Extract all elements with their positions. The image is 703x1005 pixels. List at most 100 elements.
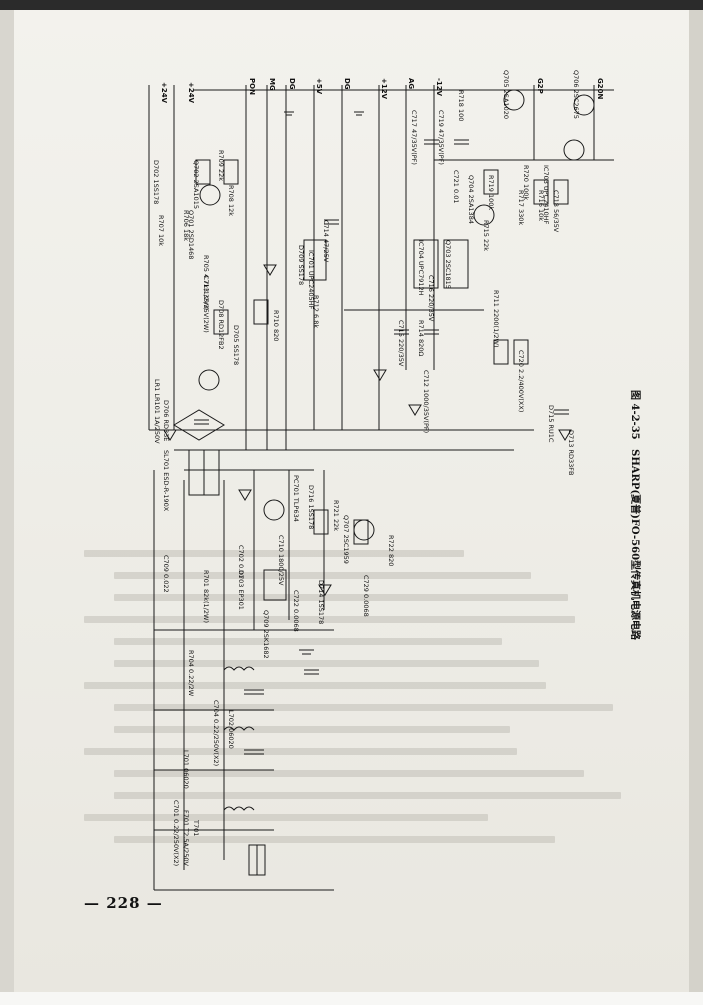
component-label: C714 47/25V	[322, 220, 330, 263]
component-label: Q701 2SD1468	[187, 210, 195, 259]
component-label: C702 0.01	[237, 545, 245, 578]
figure-number: 图 4-2-35	[629, 390, 640, 440]
show-through-line	[114, 792, 621, 799]
component-label: C713 35/35V(2W)	[202, 275, 210, 333]
component-label: R711 2200(1/2W)	[492, 290, 500, 348]
show-through-line	[114, 638, 502, 645]
show-through-text	[74, 550, 621, 870]
component-label: R714 820Ω	[417, 320, 425, 356]
component-label: R718 100	[457, 90, 465, 121]
rail-label-2: +24V	[187, 82, 195, 104]
component-label: C701 0.22/250V(X2)	[172, 800, 180, 866]
component-label: Q709 2SK1682	[262, 610, 270, 659]
component-label: C710 1800/25V	[277, 535, 285, 586]
component-label: R720 100k	[522, 165, 530, 200]
component-label: R701 82k(1/2W)	[202, 570, 210, 623]
component-label: R715 22k	[482, 220, 490, 251]
component-label: R712 6.8k	[312, 295, 320, 328]
component-label: D716 1SS178	[307, 485, 315, 529]
component-label: L702 06020	[227, 710, 235, 749]
component-label: F701 T2.5A/250V	[182, 810, 190, 867]
component-label: C715 220/35V	[397, 320, 405, 367]
component-label: D709 SS178	[297, 245, 305, 285]
component-label: R716 10k	[537, 190, 545, 221]
show-through-line	[114, 726, 510, 733]
rail-label-10: -12V	[435, 78, 443, 97]
page-number: — 228 —	[84, 894, 163, 912]
show-through-line	[84, 814, 488, 821]
component-label: R719 100k	[487, 175, 495, 210]
component-label: SL701 ESD-R-190X	[162, 450, 170, 512]
component-label: D703 EP301	[237, 570, 245, 610]
show-through-line	[84, 616, 575, 623]
component-label: R704 0.22/2W	[187, 650, 195, 697]
component-label: Q706 2SC2675	[572, 70, 580, 119]
component-label: Q704 2SA1384	[467, 175, 475, 224]
rail-label-9: AG	[407, 78, 415, 89]
rail-label-11: G2P	[536, 78, 544, 94]
page-edge-right	[689, 0, 703, 1005]
show-through-line	[114, 660, 539, 667]
rail-labels: +24V +24V PON MG DG +5V DG +12V AG -12V …	[160, 78, 604, 104]
component-label: D715 RU1C	[547, 405, 555, 443]
rail-label-6: +5V	[315, 78, 323, 95]
rail-label-7: DG	[343, 78, 351, 90]
component-label: C729 0.0068	[362, 575, 370, 617]
component-label: R722 820	[387, 535, 395, 566]
show-through-line	[84, 748, 517, 755]
component-label: L701 06020	[182, 750, 190, 789]
rail-label-1: +24V	[160, 82, 168, 104]
show-through-line	[114, 572, 531, 579]
component-label: D706 RD33E	[162, 400, 170, 441]
component-label: C720 2.2/400V(XX)	[517, 350, 525, 412]
component-label: Q707 2SC1959	[342, 515, 350, 564]
component-label: D702 1SS178	[152, 160, 160, 204]
rail-label-4: MG	[268, 78, 276, 91]
figure-caption: 图 4-2-35 SHARP(夏普)FO-560型传真机电源电路	[629, 390, 644, 640]
component-label: C716 220/35V	[427, 275, 435, 322]
rail-label-8: +12V	[380, 78, 388, 100]
component-label: R706 18k	[182, 210, 190, 241]
show-through-line	[84, 550, 464, 557]
schematic-wires	[148, 85, 614, 891]
component-label: D705 SS178	[232, 325, 240, 365]
rail-label-12: G20N	[596, 78, 604, 99]
component-label: Q705 2SA1020	[502, 70, 510, 119]
component-label: IC704 UPC7912H	[417, 240, 425, 296]
show-through-line	[114, 770, 584, 777]
show-through-line	[114, 594, 568, 601]
component-label: C712 1000/35V(PF)	[422, 370, 430, 433]
component-label: D708 RD12FB2	[217, 300, 225, 350]
page-edge-left	[0, 0, 14, 1005]
component-label: R705 4.7k(1/2W)	[202, 255, 210, 310]
scanned-page: +24V +24V PON MG DG +5V DG +12V AG -12V …	[14, 10, 689, 992]
component-label: Q703 2SC1815	[444, 240, 452, 289]
component-label: T701	[192, 819, 200, 836]
component-label: D714 1SS178	[317, 580, 325, 624]
component-label: C719 47/35V(PF)	[437, 110, 445, 165]
show-through-line	[84, 682, 546, 689]
component-label: R708 12k	[227, 185, 235, 216]
figure-title: SHARP(夏普)FO-560型传真机电源电路	[629, 449, 640, 641]
show-through-line	[114, 704, 613, 711]
component-label: C709 0.022	[162, 555, 170, 593]
component-label: R717 330k	[517, 190, 525, 225]
page-edge-top	[0, 0, 703, 10]
component-label: R707 10k	[157, 215, 165, 246]
rail-label-5: DG	[288, 78, 296, 90]
component-label: C718 56/35V	[552, 190, 560, 233]
show-through-line	[114, 836, 555, 843]
component-label: LR1 LR101 1A/250V	[153, 379, 161, 444]
component-label: IC703 UPC2410HF	[542, 165, 550, 225]
component-label: D713 RD33FB	[567, 430, 575, 475]
component-label: C721 0.01	[452, 170, 460, 203]
component-label: C717 47/35V(PF)	[410, 110, 418, 165]
component-label: Q702 2SA1015	[192, 160, 200, 209]
page-edge-bottom	[0, 992, 703, 1005]
power-supply-schematic: +24V +24V PON MG DG +5V DG +12V AG -12V …	[148, 70, 614, 891]
component-label: R710 820	[272, 310, 280, 341]
component-label: R721 22k	[332, 500, 340, 531]
component-label: PC701 TLP634	[292, 475, 300, 522]
component-label: C704 0.22/250V(X2)	[212, 700, 220, 766]
